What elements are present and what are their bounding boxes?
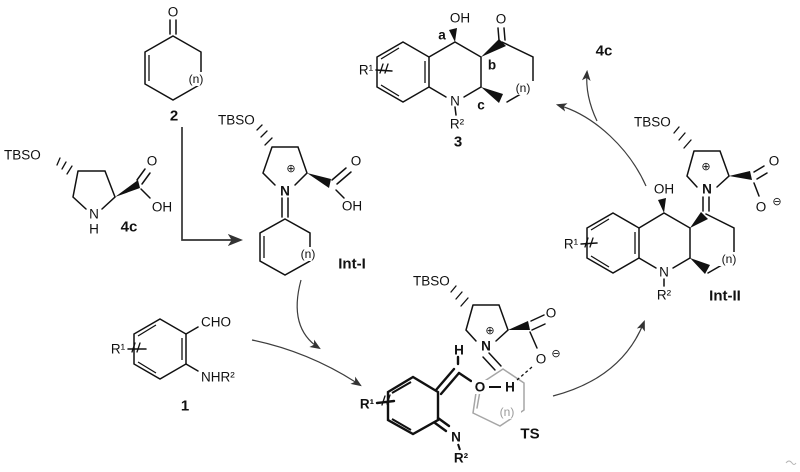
ketone-o-label: O [168,5,179,20]
acid-oh-label: OH [342,199,362,214]
enol-o-label: O [475,380,486,395]
catalyst-4c: TBSO N H O OH 4c [4,148,172,237]
carboxylate-o-label: O [546,306,557,321]
bold-wedge [729,171,752,180]
hash-wedge [256,124,273,146]
r2-label: R² [450,117,465,132]
imine-n-label: N [451,430,461,445]
r1-label: R¹ [564,237,579,252]
product-3-label: 3 [454,134,462,151]
nhr2-label: NHR² [201,370,235,385]
hash-wedge [450,285,469,307]
oh-wedge [449,28,457,42]
ring-size-n: (n) [189,72,204,86]
transition-state: (n) R¹ H O H N ⊕ TBSO O O ⊖ N [360,274,561,466]
minus-charge-icon: ⊖ [551,348,560,360]
vinyl-h-label: H [454,343,464,358]
structure-2: O (n) 2 [144,5,210,125]
arrow-int1-to-ts [296,279,321,350]
cho-label: CHO [201,315,231,330]
tbso-label: TBSO [218,113,255,128]
carboxylate-o-label: O [769,154,780,169]
ring-size-n: (n) [301,247,316,261]
intermediate-int2: R¹ N R² OH (n) N ⊕ TBSO O O ⊖ Int-II [564,115,782,305]
arrow-int2-to-3 [555,103,647,187]
position-a-label: a [438,28,446,43]
hash-wedge [56,157,73,175]
arrow-to-4c-released [581,69,598,122]
ketone-o-label: O [496,12,507,27]
iminium-n-label: N [481,339,491,354]
position-b-label: b [488,58,496,73]
bold-wedge [481,87,503,103]
substrate-1: R¹ CHO NHR² 1 [111,315,235,415]
amine-h-label: H [89,222,99,237]
ring-size-n: (n) [722,252,737,266]
plus-charge-icon: ⊕ [485,325,494,337]
product-3: R¹ N c OH a b O (n) R² 3 [359,11,537,151]
plus-charge-icon: ⊕ [701,161,710,173]
amine-n-label: N [89,207,99,222]
carboxylate-o-minus-label: O [536,352,547,367]
iminium-n-label: N [280,184,290,199]
acid-oh-label: OH [152,200,172,215]
released-4c: 4c [596,43,613,60]
released-4c-label: 4c [596,43,613,60]
plus-charge-icon: ⊕ [286,163,295,175]
corner-artifact [785,460,797,465]
acid-o-label: O [351,154,362,169]
r1-label: R¹ [111,342,126,357]
ring-size-n: (n) [500,405,515,419]
arrow-ts-to-int2 [552,319,645,397]
int1-label: Int-I [338,256,366,273]
acid-o-label: O [147,154,158,169]
oh-label: OH [654,182,674,197]
hash-wedge [673,126,692,149]
oh-label: OH [450,11,470,26]
iminium-n-label: N [702,182,712,197]
int2-label: Int-II [709,288,741,305]
r2-label: R² [657,288,672,303]
bold-wedge [508,321,530,330]
r2-label: R² [454,451,469,466]
carboxylate-o-minus-label: O [756,200,767,215]
ring-n-label: N [450,94,460,109]
intermediate-int1: TBSO ⊕ N O OH (n) Int-I [218,113,366,276]
bold-wedge [690,212,708,228]
bold-wedge [481,39,506,57]
arrow-1-to-ts [251,339,362,387]
minus-charge-icon: ⊖ [772,196,781,208]
bold-wedge [307,173,331,188]
position-c-label: c [477,98,485,113]
tbso-label: TBSO [413,274,450,289]
oh-wedge [658,198,666,213]
tbso-label: TBSO [4,148,41,163]
ring-n-label: N [659,265,669,280]
r1-label: R¹ [360,397,375,412]
compound-1-label: 1 [181,398,189,415]
hydrogen-bond [516,366,533,381]
tbso-label: TBSO [634,115,671,130]
cycle-arrows [181,69,647,397]
compound-2-label: 2 [170,108,178,125]
catalyst-4c-label: 4c [121,219,138,236]
bold-wedge [690,258,710,274]
ring-size-n: (n) [516,81,531,95]
arrow-2-to-int1 [181,127,244,247]
bold-wedge [115,180,140,197]
r1-label: R¹ [359,63,374,78]
ts-label: TS [520,426,539,443]
enol-h-label: H [505,380,515,395]
